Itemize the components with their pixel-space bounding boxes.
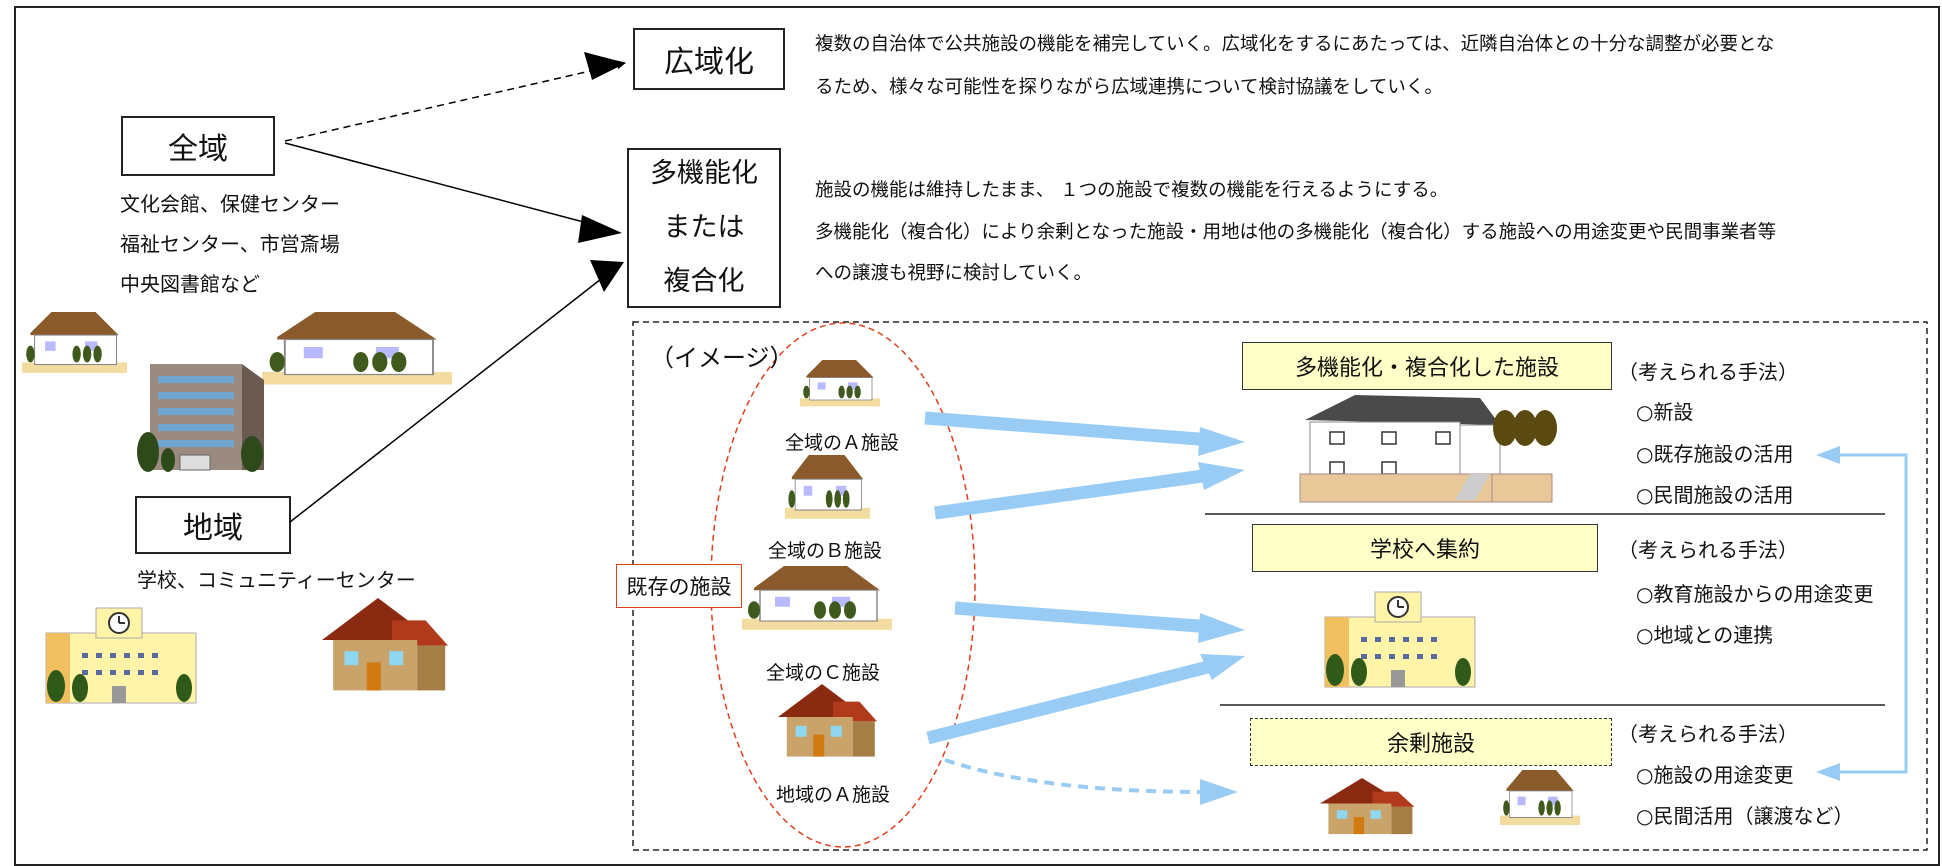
takino-desc-2: 多機能化（複合化）により余剰となった施設・用地は他の多機能化（複合化）する施設へ… <box>815 222 1777 243</box>
outcome-title-multifunction: 多機能化・複合化した施設 <box>1242 342 1612 390</box>
existing-facilities-text: 既存の施設 <box>626 575 732 599</box>
outcome-1-method-3: ○民間施設の活用 <box>1636 483 1794 507</box>
surplus-red-house-illustration <box>1320 778 1415 835</box>
outcome-2-method-1: ○教育施設からの用途変更 <box>1636 582 1874 606</box>
takino-desc-1: 施設の機能は維持したまま、 １つの施設で複数の機能を行えるようにする。 <box>815 180 1449 201</box>
arrow-chiiki-to-takino <box>289 271 611 523</box>
takino-line-2: または <box>663 212 745 243</box>
facility-label-b: 全域のＢ施設 <box>768 540 883 562</box>
outcome-2-method-2: ○地域との連携 <box>1636 623 1774 647</box>
office-building-illustration <box>137 364 264 472</box>
takino-line-1: 多機能化 <box>650 158 758 189</box>
red-house-illustration-left <box>322 598 448 691</box>
zeniki-box: 全域 <box>121 116 275 176</box>
chiiki-desc: 学校、コミュニティーセンター <box>137 568 416 592</box>
outcome-1-method-2: ○既存施設の活用 <box>1636 442 1794 466</box>
outcome-title-multifunction-text: 多機能化・複合化した施設 <box>1294 356 1559 381</box>
arrowhead-takino-1 <box>578 215 622 243</box>
facility-label-chiiki: 地域のＡ施設 <box>776 784 891 806</box>
blue-bracket-connector <box>1840 453 1908 774</box>
existing-facilities-label: 既存の施設 <box>616 564 742 608</box>
school-illustration-left <box>45 607 197 704</box>
blue-arrow-a <box>924 411 1213 447</box>
outcome-title-surplus: 余剰施設 <box>1250 718 1612 766</box>
outcome-3-heading: （考えられる手法） <box>1618 722 1798 746</box>
takino-desc-3: への譲渡も視野に検討していく。 <box>815 263 1092 284</box>
zeniki-line-1: 文化会館、保健センター <box>120 192 340 216</box>
facility-a-house <box>799 359 881 407</box>
koikika-box: 広域化 <box>633 28 785 90</box>
zeniki-line-2: 福祉センター、市営斎場 <box>120 232 340 256</box>
blue-arrow-c <box>954 601 1213 634</box>
blue-arrow-b <box>934 468 1211 520</box>
outcome-1-method-1: ○新設 <box>1636 400 1694 424</box>
surplus-brown-house-illustration <box>1499 769 1581 826</box>
takino-box: 多機能化 または 複合化 <box>627 148 781 308</box>
facility-label-c: 全域のＣ施設 <box>766 662 881 684</box>
facility-b-house <box>784 454 871 520</box>
blue-arrow-d <box>926 659 1214 745</box>
facility-c-house <box>741 565 893 631</box>
outcome-title-school-text: 学校へ集約 <box>1369 538 1480 563</box>
chiiki-title: 地域 <box>183 511 243 546</box>
arrow-zeniki-to-koikika <box>284 60 626 142</box>
multifunction-building-illustration <box>1299 395 1557 503</box>
koikika-desc-1: 複数の自治体で公共施設の機能を補完していく。広域化をするにあたっては、近隣自治体… <box>815 34 1775 55</box>
outcome-3-method-2: ○民間活用（譲渡など） <box>1636 804 1854 828</box>
zeniki-title: 全域 <box>168 132 228 167</box>
zeniki-line-3: 中央図書館など <box>120 272 260 296</box>
house-illustration-1 <box>21 311 128 374</box>
takino-line-3: 複合化 <box>663 266 745 297</box>
koikika-desc-2: るため、様々な可能性を探りながら広域連携について検討協議をしていく。 <box>815 77 1443 98</box>
facility-chiiki-house <box>778 684 877 757</box>
outcome-2-heading: （考えられる手法） <box>1618 538 1798 562</box>
school-illustration-right <box>1324 591 1476 688</box>
chiiki-box: 地域 <box>135 496 291 554</box>
outcome-1-heading: （考えられる手法） <box>1618 360 1798 384</box>
facility-label-a: 全域のＡ施設 <box>785 432 900 454</box>
image-label: （イメージ） <box>650 344 794 372</box>
outcome-title-school: 学校へ集約 <box>1252 524 1598 572</box>
outcome-title-surplus-text: 余剰施設 <box>1386 732 1475 757</box>
blue-dashed-arrow-surplus <box>944 758 1206 794</box>
arrow-zeniki-to-takino <box>284 142 611 230</box>
arrowhead-koikika <box>584 52 626 80</box>
house-illustration-2 <box>261 311 453 386</box>
arrowhead-takino-2 <box>590 260 624 292</box>
koikika-title: 広域化 <box>664 45 754 80</box>
outcome-3-method-1: ○施設の用途変更 <box>1636 763 1794 787</box>
